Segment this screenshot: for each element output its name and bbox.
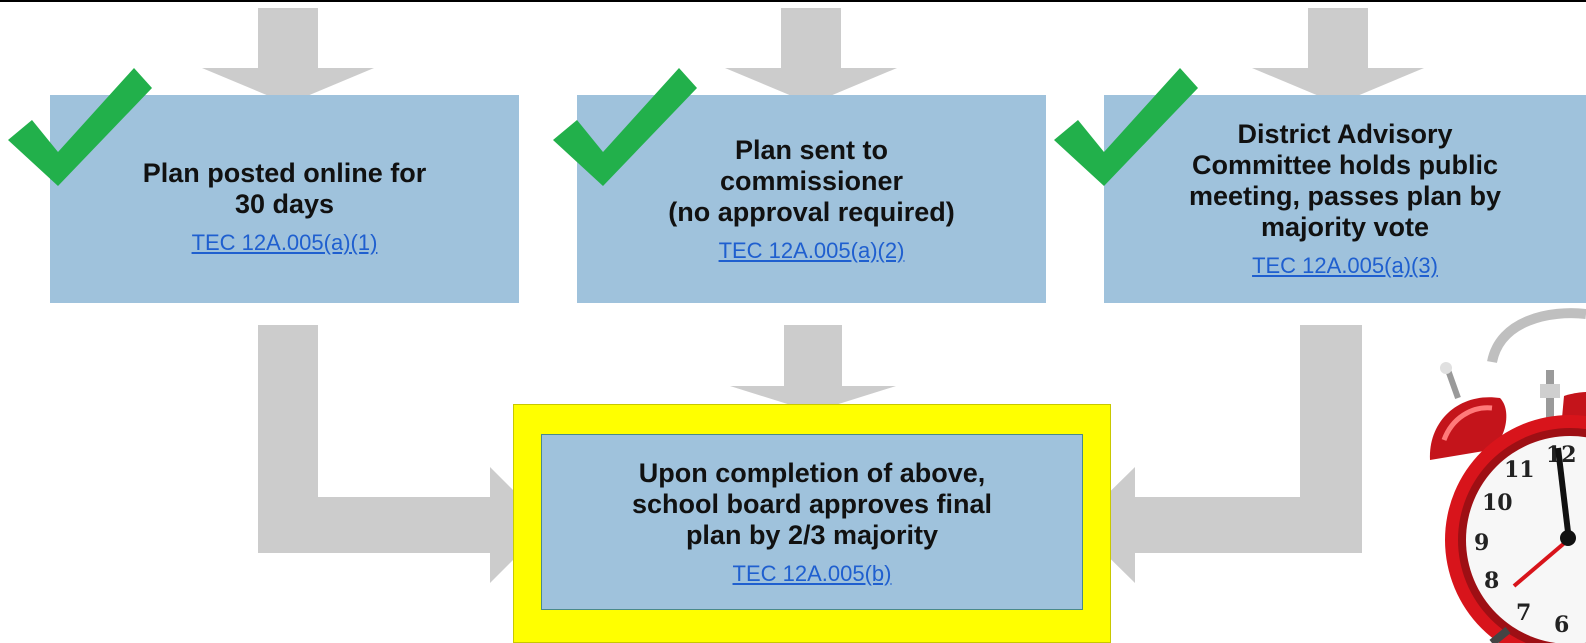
check-icon xyxy=(1054,68,1198,186)
clock-number-7: 7 xyxy=(1516,600,1531,626)
step-1-tec-link[interactable]: TEC 12A.005(a)(1) xyxy=(191,230,378,255)
check-icon xyxy=(553,68,697,186)
clock-number-8: 8 xyxy=(1484,568,1499,594)
step-box-district-advisory: District Advisory Committee holds public… xyxy=(1104,95,1586,303)
clock-number-6: 6 xyxy=(1554,612,1569,638)
step-2-title: Plan sent to commissioner (no approval r… xyxy=(668,134,955,227)
step-1-title: Plan posted online for 30 days xyxy=(142,158,427,219)
right-elbow-arrow xyxy=(1076,325,1362,583)
step-3-title: District Advisory Committee holds public… xyxy=(1188,119,1502,242)
step-box-posted-online: Plan posted online for 30 days TEC 12A.0… xyxy=(50,95,519,303)
final-step-title: Upon completion of above, school board a… xyxy=(631,457,993,550)
final-step-tec-link[interactable]: TEC 12A.005(b) xyxy=(732,560,892,586)
alarm-clock-icon: 12 11 10 9 8 7 6 xyxy=(1429,308,1586,643)
clock-number-11: 11 xyxy=(1504,457,1535,483)
check-icon xyxy=(8,68,152,186)
top-border-line xyxy=(0,0,1586,2)
left-elbow-arrow xyxy=(258,325,548,583)
step-2-tec-link[interactable]: TEC 12A.005(a)(2) xyxy=(718,237,905,263)
middle-down-arrow xyxy=(730,325,896,412)
top-arrow-1 xyxy=(202,8,374,104)
clock-number-10: 10 xyxy=(1482,490,1513,516)
final-step-box: Upon completion of above, school board a… xyxy=(541,434,1083,610)
clock-number-9: 9 xyxy=(1474,530,1489,556)
top-arrow-3 xyxy=(1252,8,1424,104)
top-arrow-2 xyxy=(725,8,897,104)
step-box-sent-to-commissioner: Plan sent to commissioner (no approval r… xyxy=(577,95,1046,303)
step-3-tec-link[interactable]: TEC 12A.005(a)(3) xyxy=(1252,253,1438,278)
